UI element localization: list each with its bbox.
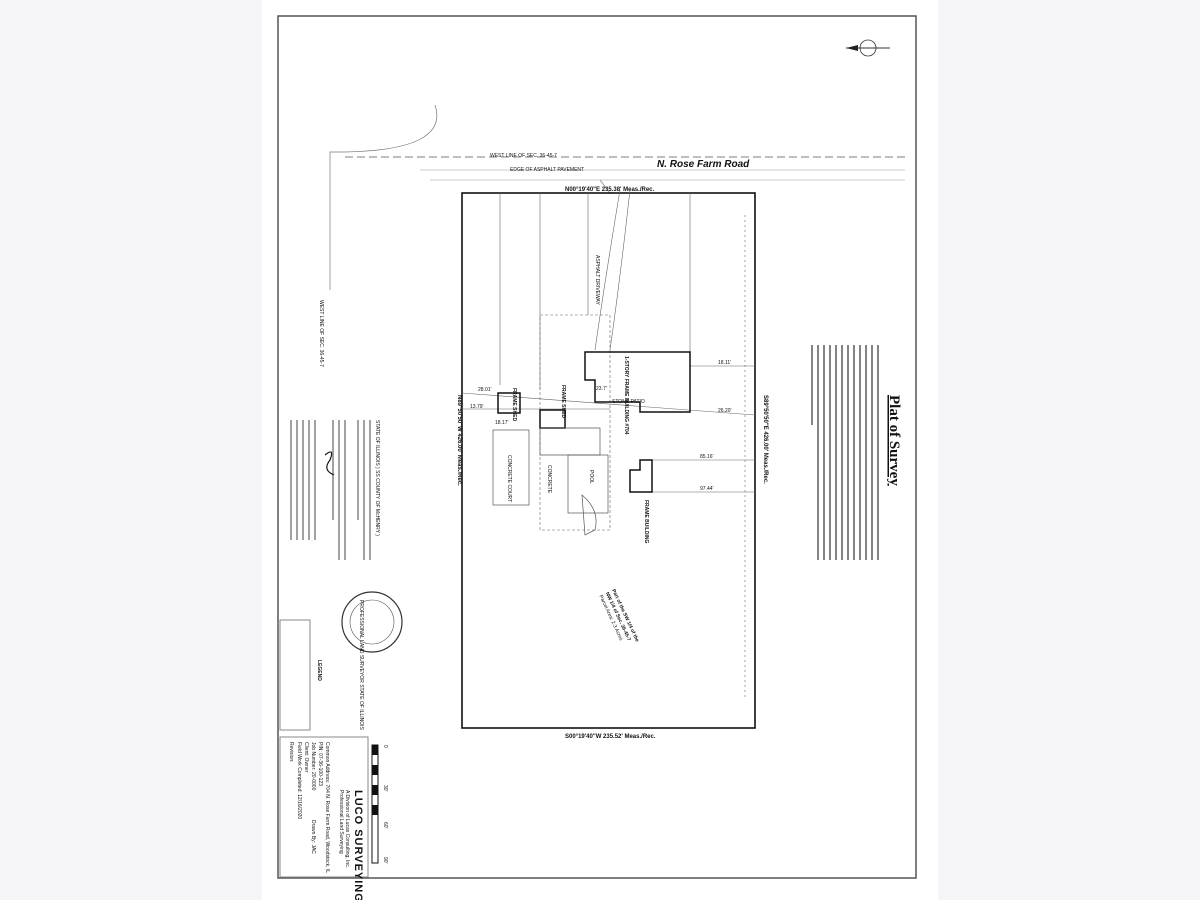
section-line-note: WEST LINE OF SEC. 36-45-7 — [318, 300, 324, 367]
title-field: Drawn By: JAC — [310, 820, 316, 854]
driveway-label: ASPHALT DRIVEWAY — [594, 255, 600, 305]
dimension: 13.79' — [470, 404, 484, 410]
fence-lines — [461, 189, 756, 700]
title-field: Client: Owner — [303, 742, 309, 773]
sheet-border — [277, 15, 917, 879]
seal-text: PROFESSIONAL LAND SURVEYOR STATE OF ILLI… — [358, 600, 364, 731]
dimension: 85.16' — [700, 454, 714, 460]
legal-description — [811, 345, 879, 560]
title-field: Field Work Completed: 12/16/2020 — [296, 742, 302, 819]
frame-building-label: FRAME BUILDING — [643, 500, 649, 543]
frame-shed-label: FRAME SHED — [511, 388, 517, 421]
scale-bar — [371, 744, 379, 864]
bearing-west: N89°50'50"W 426.00' Meas./Rec. — [456, 395, 462, 486]
dimension: 28.01' — [478, 387, 492, 393]
pool-label: POOL — [588, 470, 594, 484]
surveyor-seal — [341, 591, 403, 653]
plat-drawing: WEST LINE OF SEC. 36-45-7 EDGE OF ASPHAL… — [277, 15, 917, 900]
title-block — [279, 736, 369, 878]
scale-label: 30' — [382, 785, 388, 792]
site-features — [492, 427, 609, 536]
house-label: 1-STORY FRAME BUILDING #704 — [623, 356, 629, 435]
frame-shed-label: FRAME SHED — [560, 385, 566, 418]
north-arrow-icon — [846, 39, 890, 57]
bearing-south: S00°19'40"W 235.52' Meas./Rec. — [565, 734, 656, 740]
dimension: 97.44' — [700, 486, 714, 492]
survey-sheet: WEST LINE OF SEC. 36-45-7 EDGE OF ASPHAL… — [262, 0, 938, 900]
signature — [324, 451, 335, 476]
road — [329, 104, 905, 290]
title-field: Revision: — [288, 742, 294, 763]
bearing-north: N00°19'40"E 235.38' Meas./Rec. — [565, 187, 654, 193]
concrete-court-label: CONCRETE COURT — [506, 455, 512, 502]
property-boundary — [461, 192, 756, 729]
dimension: 26.20' — [718, 408, 732, 414]
company-address: Professional Land Surveying — [338, 790, 344, 854]
road-name: N. Rose Farm Road — [657, 159, 750, 170]
dimension: 18.17' — [495, 420, 509, 426]
certification-text: STATE OF ILLINOIS ) SS COUNTY OF McHENRY… — [374, 420, 380, 536]
concrete-label: CONCRETE — [546, 465, 552, 494]
title-field: Common Address: 704 N. Rose Farm Road, W… — [324, 742, 330, 873]
scale-label: 60' — [382, 822, 388, 829]
road-note: EDGE OF ASPHALT PAVEMENT — [510, 167, 584, 173]
bearing-east: S89°50'50"E 426.00' Meas./Rec. — [762, 395, 768, 484]
legend-box — [279, 619, 311, 731]
patio-label: STONE PATIO — [612, 399, 645, 405]
parcel-note: Part of the SW 1/4 of the NW 1/4 of Sec.… — [597, 588, 640, 643]
scale-label: 90' — [382, 857, 388, 864]
dimension: 23.7' — [596, 386, 607, 392]
legend-title: LEGEND — [316, 660, 322, 681]
company-subtitle: A Division of Lucas Consulting, Inc. — [344, 790, 350, 868]
road-note: WEST LINE OF SEC. 36-45-7 — [490, 153, 557, 159]
notes-text — [290, 420, 371, 560]
scale-label: 0 — [382, 745, 388, 748]
title-field: Job Number: 20-0000 — [310, 742, 316, 791]
company-name: LUCO SURVEYING — [352, 790, 364, 900]
title-field: PIN: 07-36-100-123 — [317, 742, 323, 786]
page-title: Plat of Survey — [886, 395, 902, 486]
dimension: 18.11' — [718, 360, 731, 366]
